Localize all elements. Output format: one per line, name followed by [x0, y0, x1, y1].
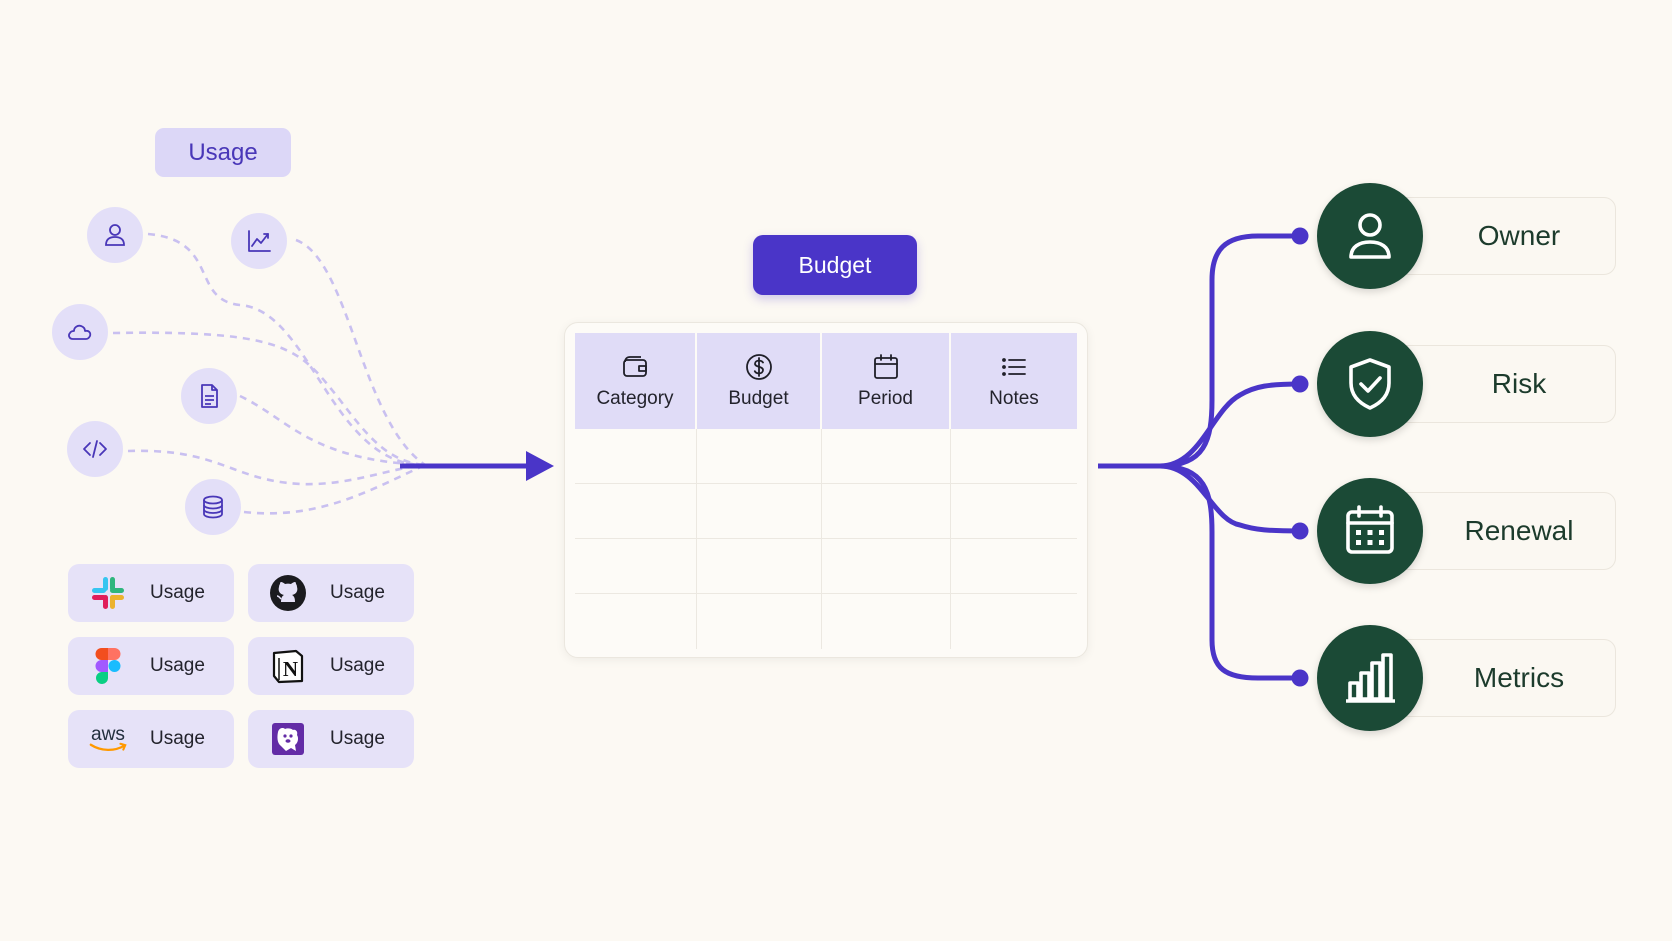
table-cell[interactable]: [951, 594, 1077, 649]
table-header: Category Budget Period Notes: [575, 333, 1077, 429]
output-card-owner[interactable]: Owner: [1392, 197, 1616, 275]
output-card-metrics[interactable]: Metrics: [1392, 639, 1616, 717]
table-cell[interactable]: [822, 484, 951, 538]
figma-usage-tile[interactable]: Usage: [68, 637, 234, 695]
table-cell[interactable]: [575, 594, 697, 649]
branch-dots: [1291, 227, 1309, 687]
user-icon: [87, 207, 143, 263]
usage-header: Usage: [155, 128, 291, 177]
wallet-icon: [623, 356, 647, 377]
table-cell[interactable]: [951, 539, 1077, 593]
table-cell[interactable]: [575, 429, 697, 483]
column-label: Notes: [989, 388, 1039, 409]
table-cell[interactable]: [822, 594, 951, 649]
renewal-calendar-icon: [1317, 478, 1423, 584]
notion-usage-tile[interactable]: N Usage: [248, 637, 414, 695]
table-cell[interactable]: [822, 429, 951, 483]
table-row: [575, 484, 1077, 539]
notion-logo: N: [266, 646, 310, 686]
datadog-usage-tile[interactable]: Usage: [248, 710, 414, 768]
owner-user-icon: [1317, 183, 1423, 289]
main-arrow-head: [526, 451, 554, 481]
column-header-notes[interactable]: Notes: [951, 333, 1077, 429]
table-cell[interactable]: [697, 429, 822, 483]
budget-table: Category Budget Period Notes: [564, 322, 1088, 658]
budget-button[interactable]: Budget: [753, 235, 917, 295]
table-cell[interactable]: [697, 594, 822, 649]
table-row: [575, 539, 1077, 594]
column-header-budget[interactable]: Budget: [697, 333, 822, 429]
dollar-icon: [745, 354, 772, 380]
table-cell[interactable]: [697, 484, 822, 538]
tile-label: Usage: [330, 728, 385, 749]
branch-lines: [1098, 233, 1301, 681]
database-icon: [185, 479, 241, 535]
output-label: Renewal: [1464, 515, 1574, 546]
column-label: Period: [858, 388, 913, 409]
bar-chart-icon: [1317, 625, 1423, 731]
aws-logo: aws: [86, 719, 130, 759]
slack-logo: [86, 573, 130, 613]
table-row: [575, 594, 1077, 649]
slack-usage-tile[interactable]: Usage: [68, 564, 234, 622]
aws-usage-tile[interactable]: aws Usage: [68, 710, 234, 768]
github-usage-tile[interactable]: Usage: [248, 564, 414, 622]
output-label: Owner: [1477, 220, 1561, 251]
dashed-source-lines: [112, 232, 426, 515]
tile-label: Usage: [150, 582, 205, 603]
table-cell[interactable]: [951, 484, 1077, 538]
github-logo: [266, 573, 310, 613]
table-body: [575, 429, 1077, 649]
tile-label: Usage: [150, 728, 205, 749]
svg-text:aws: aws: [91, 724, 125, 745]
output-card-risk[interactable]: Risk: [1392, 345, 1616, 423]
output-label: Risk: [1491, 368, 1547, 399]
code-icon: [67, 421, 123, 477]
figma-logo: [86, 646, 130, 686]
cloud-icon: [52, 304, 108, 360]
column-label: Budget: [728, 388, 789, 409]
table-cell[interactable]: [951, 429, 1077, 483]
datadog-logo: [266, 719, 310, 759]
table-cell[interactable]: [822, 539, 951, 593]
document-icon: [181, 368, 237, 424]
column-header-period[interactable]: Period: [822, 333, 951, 429]
table-cell[interactable]: [575, 484, 697, 538]
tile-label: Usage: [150, 655, 205, 676]
column-header-category[interactable]: Category: [575, 333, 697, 429]
list-icon: [1002, 358, 1026, 376]
tile-label: Usage: [330, 655, 385, 676]
tile-label: Usage: [330, 582, 385, 603]
column-label: Category: [596, 388, 674, 409]
svg-text:N: N: [283, 657, 298, 681]
shield-check-icon: [1317, 331, 1423, 437]
table-row: [575, 429, 1077, 484]
output-label: Metrics: [1473, 662, 1565, 693]
output-card-renewal[interactable]: Renewal: [1392, 492, 1616, 570]
line-chart-icon: [231, 213, 287, 269]
table-cell[interactable]: [697, 539, 822, 593]
table-cell[interactable]: [575, 539, 697, 593]
calendar-icon: [873, 354, 898, 379]
